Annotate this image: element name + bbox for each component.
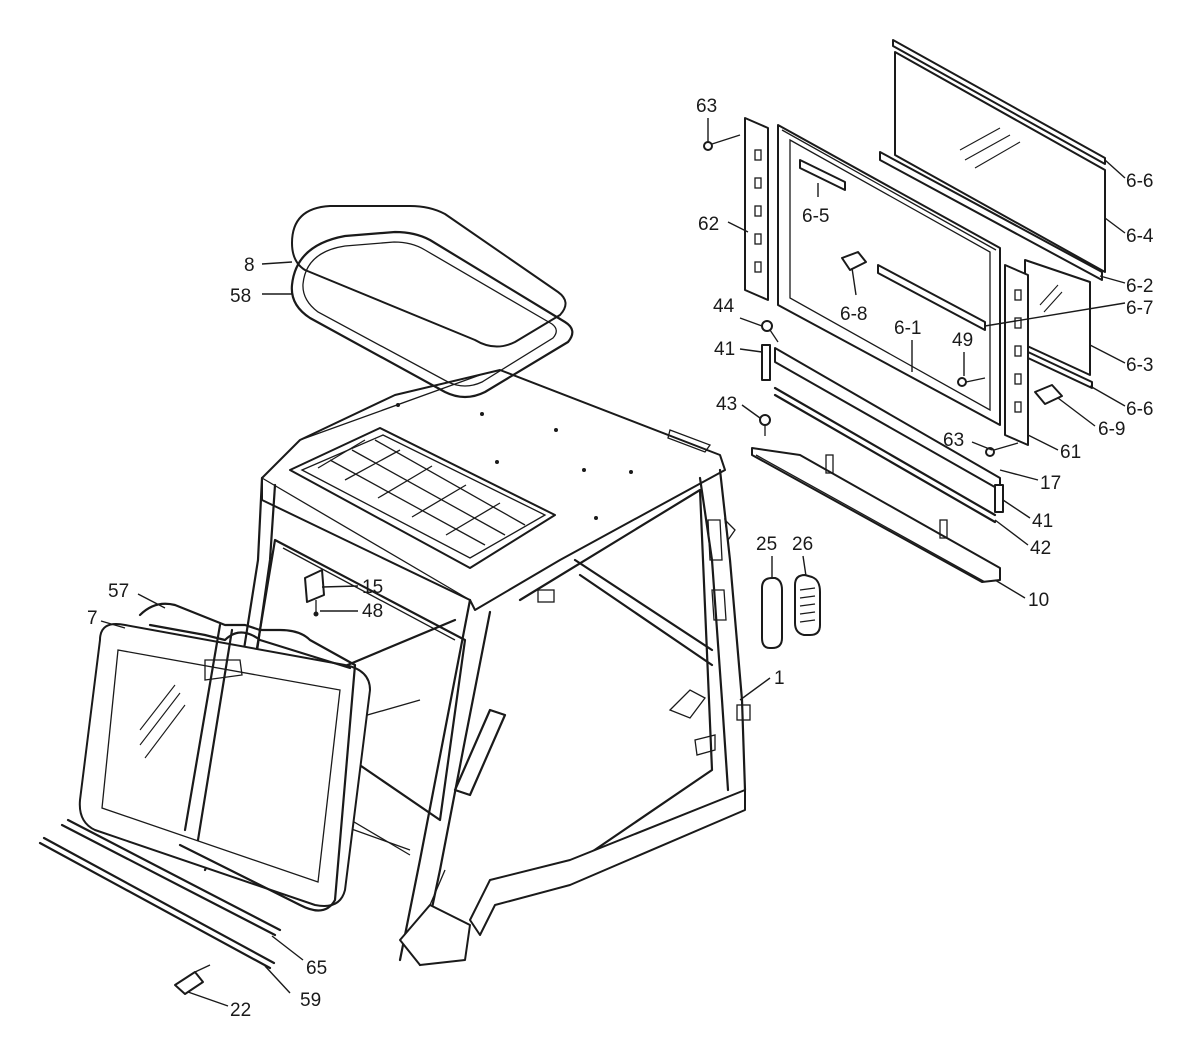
- front-window-part-7: [78, 623, 371, 907]
- bolt-part-44: [761, 320, 779, 343]
- callout-62: 62: [698, 214, 719, 235]
- callout-7: 7: [87, 608, 98, 629]
- callout-25: 25: [756, 534, 777, 555]
- glass-part-6-4: [894, 51, 1106, 273]
- seal-part-58: [290, 230, 574, 399]
- callout-65: 65: [306, 958, 327, 979]
- strip-part-65: [60, 818, 282, 937]
- callout-6-7: 6-7: [1126, 298, 1153, 319]
- callout-6-1: 6-1: [894, 318, 921, 339]
- callout-6-3: 6-3: [1126, 355, 1153, 376]
- callout-6-5: 6-5: [802, 206, 829, 227]
- callout-63-bottom: 63: [943, 430, 964, 451]
- callout-42: 42: [1030, 538, 1051, 559]
- callout-22: 22: [230, 1000, 251, 1021]
- callout-6-6-bottom: 6-6: [1126, 399, 1153, 420]
- callout-49: 49: [952, 330, 973, 351]
- clip-part-41-left: [761, 344, 771, 381]
- callout-61: 61: [1060, 442, 1081, 463]
- callout-15: 15: [362, 577, 383, 598]
- callout-58: 58: [230, 286, 251, 307]
- callout-59: 59: [300, 990, 321, 1011]
- callout-6-2: 6-2: [1126, 276, 1153, 297]
- side-rail-part-62: [744, 117, 769, 301]
- seal-part-57: [138, 602, 357, 912]
- callout-41-left: 41: [714, 339, 735, 360]
- screw-part-49: [957, 377, 986, 387]
- callout-44: 44: [713, 296, 735, 317]
- callout-labels: 63 62 6-5 6-8 6-1 44 41 49 43 63 6-6 6-4…: [87, 96, 1154, 1021]
- screw-part-63-top: [703, 134, 741, 151]
- bracket-part-15: [304, 569, 325, 617]
- callout-6-4: 6-4: [1126, 226, 1154, 247]
- vent-part-25: [761, 577, 783, 649]
- callout-6-6-top: 6-6: [1126, 171, 1153, 192]
- callout-8: 8: [244, 255, 255, 276]
- roof-glass-part-8: [291, 205, 567, 348]
- latch-part-6-9: [1034, 384, 1063, 405]
- strip-part-59: [38, 836, 276, 970]
- callout-26: 26: [792, 534, 813, 555]
- seal-part-42: [773, 386, 997, 524]
- callout-6-9: 6-9: [1098, 419, 1125, 440]
- callout-57: 57: [108, 581, 129, 602]
- callout-63-top: 63: [696, 96, 717, 117]
- channel-part-6-7: [877, 264, 986, 331]
- cab-frame-part-1: [194, 369, 751, 967]
- callout-1: 1: [774, 668, 785, 689]
- clip-part-41-right: [994, 484, 1004, 513]
- leader-lines: [100, 118, 1126, 1007]
- rail-part-6-6-top: [892, 39, 1106, 165]
- bolt-part-22: [174, 964, 211, 995]
- callout-41-right: 41: [1032, 511, 1053, 532]
- callout-10: 10: [1028, 590, 1049, 611]
- callout-48: 48: [362, 601, 383, 622]
- vent-grille-part-26: [794, 574, 821, 636]
- latch-part-6-8: [841, 251, 867, 271]
- callout-17: 17: [1040, 473, 1061, 494]
- rail-part-6-2: [879, 151, 1103, 281]
- bolt-part-43: [759, 414, 771, 436]
- callout-6-8: 6-8: [840, 304, 867, 325]
- track-part-10: [751, 447, 1001, 583]
- side-rail-part-61: [1004, 264, 1029, 446]
- seal-part-6-5: [799, 159, 846, 191]
- callout-43: 43: [716, 394, 737, 415]
